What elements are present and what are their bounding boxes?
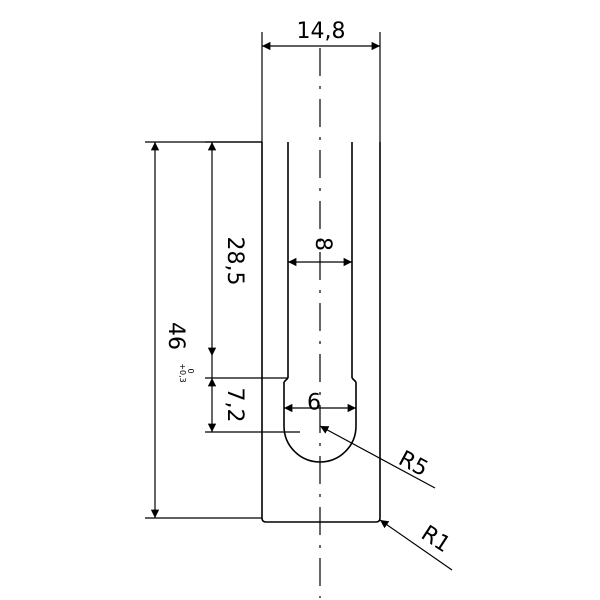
corner-radius-label: R1 [416,521,454,558]
total-height-dimension [145,141,262,519]
slot-depth-label: 28,5 [222,237,247,286]
width-label: 14,8 [297,19,346,44]
slot-radius-leader [319,425,436,489]
tolerance-upper-label: +0,3 [178,363,187,382]
total-height-label: 46 [163,322,188,350]
transition-height-dimension [205,378,300,433]
corner-radius-leader [379,519,453,571]
slot-radius-label: R5 [394,446,432,482]
transition-height-label: 7,2 [222,388,247,423]
width-dimension [261,32,381,142]
tolerance-lower-label: 0 [186,368,195,373]
upper-slot-label: 8 [310,237,335,251]
lower-slot-label: 9 [307,387,321,412]
part-outline [261,142,381,523]
